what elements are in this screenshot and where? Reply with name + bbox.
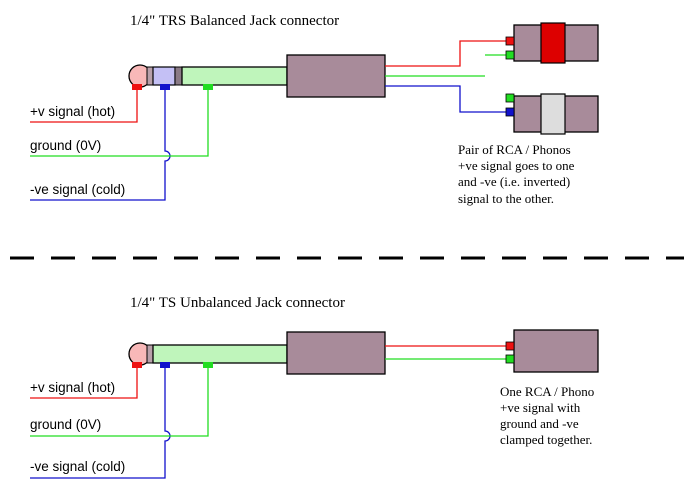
balanced-hot-cable [385,40,510,67]
unbalanced-hot-terminal [132,362,142,368]
unbalanced-ground-wire [30,366,209,437]
unbalanced-jack-body [286,331,386,375]
unbalanced-ground-terminal [203,362,213,368]
balanced-tip-insulator [146,66,154,86]
balanced-cold-label: -ve signal (cold) [30,182,125,197]
balanced-ground-terminal [203,84,213,90]
unbalanced-note-line-4: clamped together. [500,432,592,447]
balanced-title: 1/4" TRS Balanced Jack connector [130,13,339,29]
balanced-section: 1/4" TRS Balanced Jack connector +v sign… [30,13,599,206]
unbalanced-hot-wire [30,366,138,399]
balanced-note-line-1: Pair of RCA / Phonos [458,142,571,157]
unbalanced-tip-insulator [146,344,154,364]
unbalanced-cold-label: -ve signal (cold) [30,459,125,474]
rca-plug-red-hot-terminal [505,36,515,46]
balanced-note-line-3: and -ve (i.e. inverted) [458,174,570,189]
rca-plug-red-ground-terminal [505,50,515,60]
unbalanced-cold-terminal [160,362,170,368]
balanced-ring [152,66,176,86]
unbalanced-note-line-1: One RCA / Phono [500,384,594,399]
balanced-hot-terminal [132,84,142,90]
balanced-sleeve [181,66,288,86]
rca-plug-hot-terminal [505,341,515,351]
balanced-hot-wire [30,88,138,123]
rca-plug-white-band [540,93,566,135]
unbalanced-sleeve [152,344,288,364]
balanced-hot-label: +v signal (hot) [30,104,115,119]
rca-plug-white-cold-terminal [505,107,515,117]
unbalanced-ground-label: ground (0V) [30,417,101,432]
unbalanced-section: 1/4" TS Unbalanced Jack connector +v sig… [30,295,599,479]
unbalanced-note-line-2: +ve signal with [500,400,581,415]
balanced-ring-insulator [174,66,183,86]
balanced-note-line-4: signal to the other. [458,191,554,206]
rca-plug-white-ground-terminal [505,93,515,103]
balanced-cold-cable [385,85,510,113]
balanced-jack-body [286,54,386,98]
unbalanced-hot-label: +v signal (hot) [30,380,115,395]
balanced-ground-label: ground (0V) [30,138,101,153]
balanced-cold-wire [30,88,171,201]
rca-plug-ground-terminal [505,354,515,364]
rca-plug-body [513,329,599,373]
balanced-note-line-2: +ve signal goes to one [458,158,575,173]
unbalanced-title: 1/4" TS Unbalanced Jack connector [130,295,345,311]
unbalanced-cold-wire [30,366,171,479]
balanced-cold-terminal [160,84,170,90]
unbalanced-note-line-3: ground and -ve [500,416,579,431]
rca-plug-red-band [540,22,566,64]
balanced-ground-wire [30,88,209,157]
